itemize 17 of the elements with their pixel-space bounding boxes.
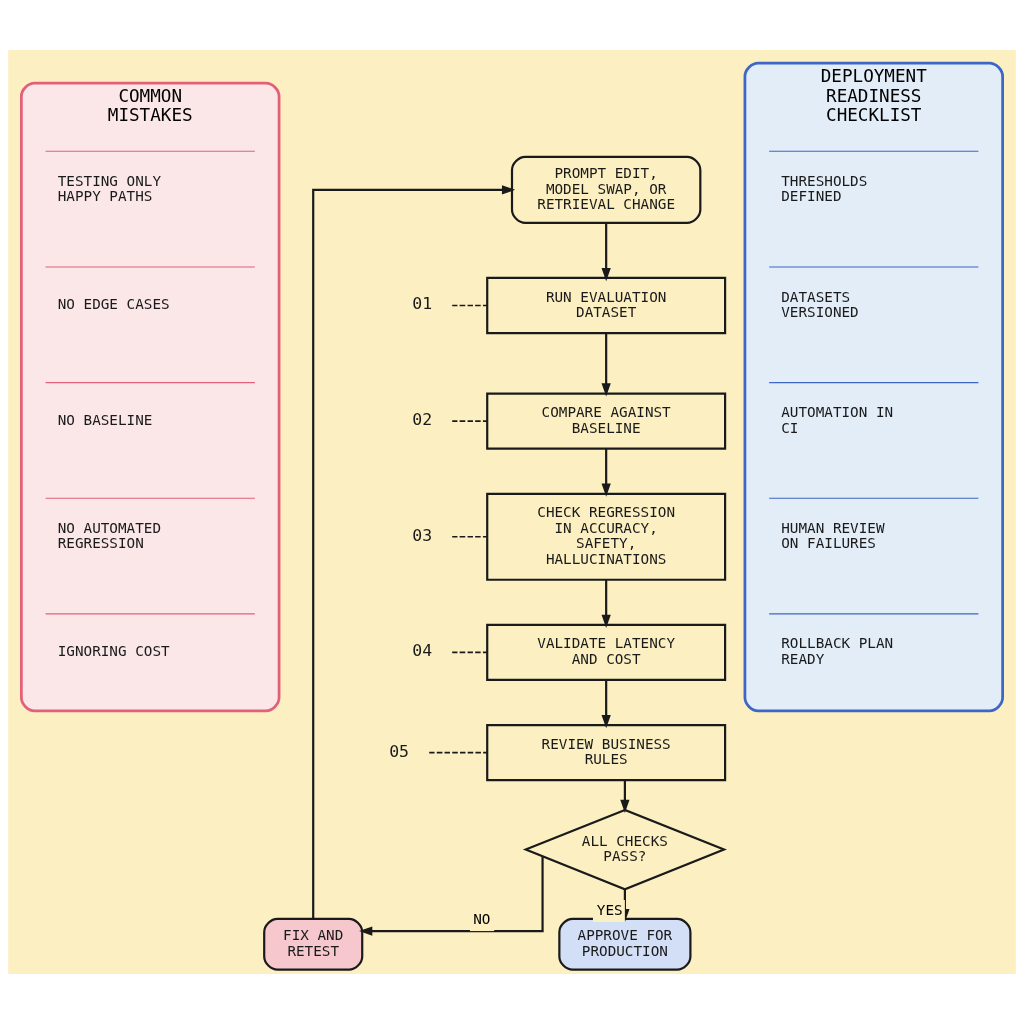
node-text: NO BASELINE — [57, 411, 153, 428]
node-text: TESTING ONLY HAPPY PATHS — [57, 172, 162, 205]
node-text: 01 — [412, 294, 433, 314]
edge-label: NO — [473, 910, 491, 927]
node-text: HUMAN REVIEW ON FAILURES — [781, 519, 885, 552]
node-text: 05 — [389, 741, 410, 761]
node-text: THRESHOLDS DEFINED — [781, 172, 868, 205]
node-text: DATASETS VERSIONED — [781, 288, 859, 320]
node-text: ROLLBACK PLAN READY — [781, 635, 894, 667]
node-text: IGNORING COST — [57, 643, 170, 660]
node-text: 02 — [412, 410, 433, 429]
node-text: 03 — [412, 525, 433, 545]
node-text: AUTOMATION IN CI — [781, 404, 894, 436]
node-text: NO AUTOMATED REGRESSION — [57, 519, 162, 552]
node-text: 04 — [412, 641, 433, 661]
edge-label: YES — [596, 901, 623, 918]
node-text: NO EDGE CASES — [57, 296, 170, 313]
